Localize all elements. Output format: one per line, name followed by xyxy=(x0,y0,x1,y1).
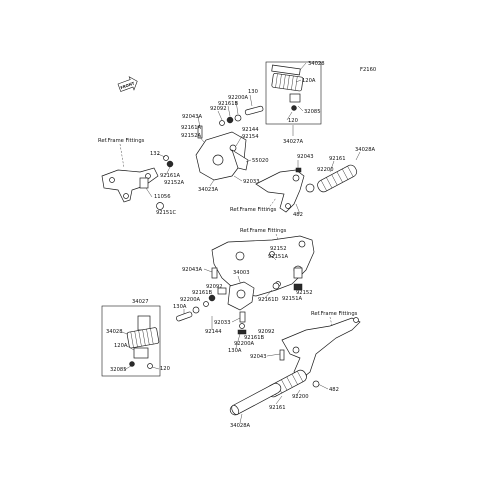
lower-cotter-pin xyxy=(211,267,218,279)
callout-92033-top: 92033 xyxy=(243,179,260,185)
callout-92154: 92154 xyxy=(242,134,259,140)
callout-92200-right: 92200 xyxy=(317,167,334,173)
callout-34028-bot: 34028 xyxy=(106,329,123,335)
lower-right-footpeg-bracket xyxy=(279,317,361,381)
callout-482-bot: 482 xyxy=(329,387,339,393)
lower-pipe-cover xyxy=(229,382,282,416)
ref-frame-left: Ref.Frame Fittings xyxy=(98,138,145,144)
ref-frame-right-lower: Ref.Frame Fittings xyxy=(311,311,358,317)
callout-92152A-upper: 92152A xyxy=(181,133,202,139)
svg-text:FRONT: FRONT xyxy=(120,80,136,90)
callout-92151A-b: 92151A xyxy=(282,296,303,302)
callout-120-bot: 120 xyxy=(160,366,170,372)
upper-cotter-pin xyxy=(197,125,203,139)
callout-92092-bot: 92092 xyxy=(258,329,275,335)
callout-92043-bot: 92043 xyxy=(250,354,267,360)
callout-34027: 34027 xyxy=(132,299,149,305)
callout-34028A-top: 34028A xyxy=(355,147,376,153)
callout-92144-mid: 92144 xyxy=(205,329,222,335)
callout-92152A-left: 92152A xyxy=(164,180,185,186)
lower-right-fasteners xyxy=(272,267,303,291)
callout-92200A-bot: 92200A xyxy=(234,341,255,347)
callout-92161A-upper: 92161A xyxy=(181,125,202,131)
diagram-code: F2160 xyxy=(360,67,376,73)
callout-92152-a: 92152 xyxy=(270,246,287,252)
callout-92200A-top: 92200A xyxy=(228,95,249,101)
callout-92092-top: 92092 xyxy=(210,106,227,112)
callout-11056: 11056 xyxy=(154,194,171,200)
callout-92161B-mid: 92161B xyxy=(192,290,213,296)
callout-34028A-bot: 34028A xyxy=(230,423,251,429)
callout-92043A-top: 92043A xyxy=(182,114,203,120)
callout-130A-bot: 130A xyxy=(228,348,242,354)
callout-120A-top: 120A xyxy=(302,78,316,84)
callout-92161B-top: 92161B xyxy=(218,101,239,107)
footpeg-rubber-lower xyxy=(126,327,160,349)
callout-55020: 55020 xyxy=(252,158,269,164)
ref-frame-center-mid: Ref.Frame Fittings xyxy=(240,228,287,234)
callout-92161A-left: 92161A xyxy=(160,173,181,179)
upper-right-footpeg-rubber xyxy=(317,164,358,193)
callout-92043: 92043 xyxy=(297,154,314,160)
ref-frame-center-upper: Ref.Frame Fittings xyxy=(230,207,277,213)
callout-120A-bot: 120A xyxy=(114,343,128,349)
upper-bracket xyxy=(195,131,249,181)
front-arrow-icon: FRONT xyxy=(117,76,138,92)
callout-92151C: 92151C xyxy=(156,210,177,216)
callout-92092-mid: 92092 xyxy=(206,284,223,290)
callout-132: 132 xyxy=(150,151,160,157)
callout-92200A-mid: 92200A xyxy=(180,297,201,303)
callout-92161D: 92161D xyxy=(258,297,279,303)
lower-center-small-parts xyxy=(237,311,247,335)
upper-footpeg-box xyxy=(265,61,322,125)
callout-92151A-mid: 92151A xyxy=(268,254,289,260)
lower-right-washer xyxy=(312,380,320,388)
callout-32085-bot: 32085 xyxy=(110,367,127,373)
callout-34003: 34003 xyxy=(233,270,250,276)
callout-120-top: 120 xyxy=(288,118,298,124)
callout-92161-bot: 92161 xyxy=(269,405,286,411)
callout-92043A-mid: 92043A xyxy=(182,267,203,273)
callout-92144-top: 92144 xyxy=(242,127,259,133)
callout-130A-mid: 130A xyxy=(173,304,187,310)
callout-34027A: 34027A xyxy=(283,139,304,145)
callout-482-top: 482 xyxy=(293,212,303,218)
footpeg-rubber-upper xyxy=(271,73,304,92)
upper-right-footpeg-bracket xyxy=(255,167,305,213)
callout-92152-b: 92152 xyxy=(296,290,313,296)
callout-34023A: 34023A xyxy=(198,187,219,193)
upper-pivot-parts xyxy=(219,105,264,126)
callout-92033-bot: 92033 xyxy=(214,320,231,326)
left-frame-bracket xyxy=(101,155,174,210)
callout-92161B-bot: 92161B xyxy=(244,335,265,341)
callout-32085-top: 32085 xyxy=(304,109,321,115)
upper-right-washer xyxy=(305,183,315,193)
callout-92161-right: 92161 xyxy=(329,156,346,162)
callout-130-top: 130 xyxy=(248,89,258,95)
lower-pivot-link xyxy=(176,281,255,322)
callout-92200-bot: 92200 xyxy=(292,394,309,400)
lower-footpeg-box xyxy=(101,305,161,377)
callout-34028-top: 34028 xyxy=(308,61,325,67)
